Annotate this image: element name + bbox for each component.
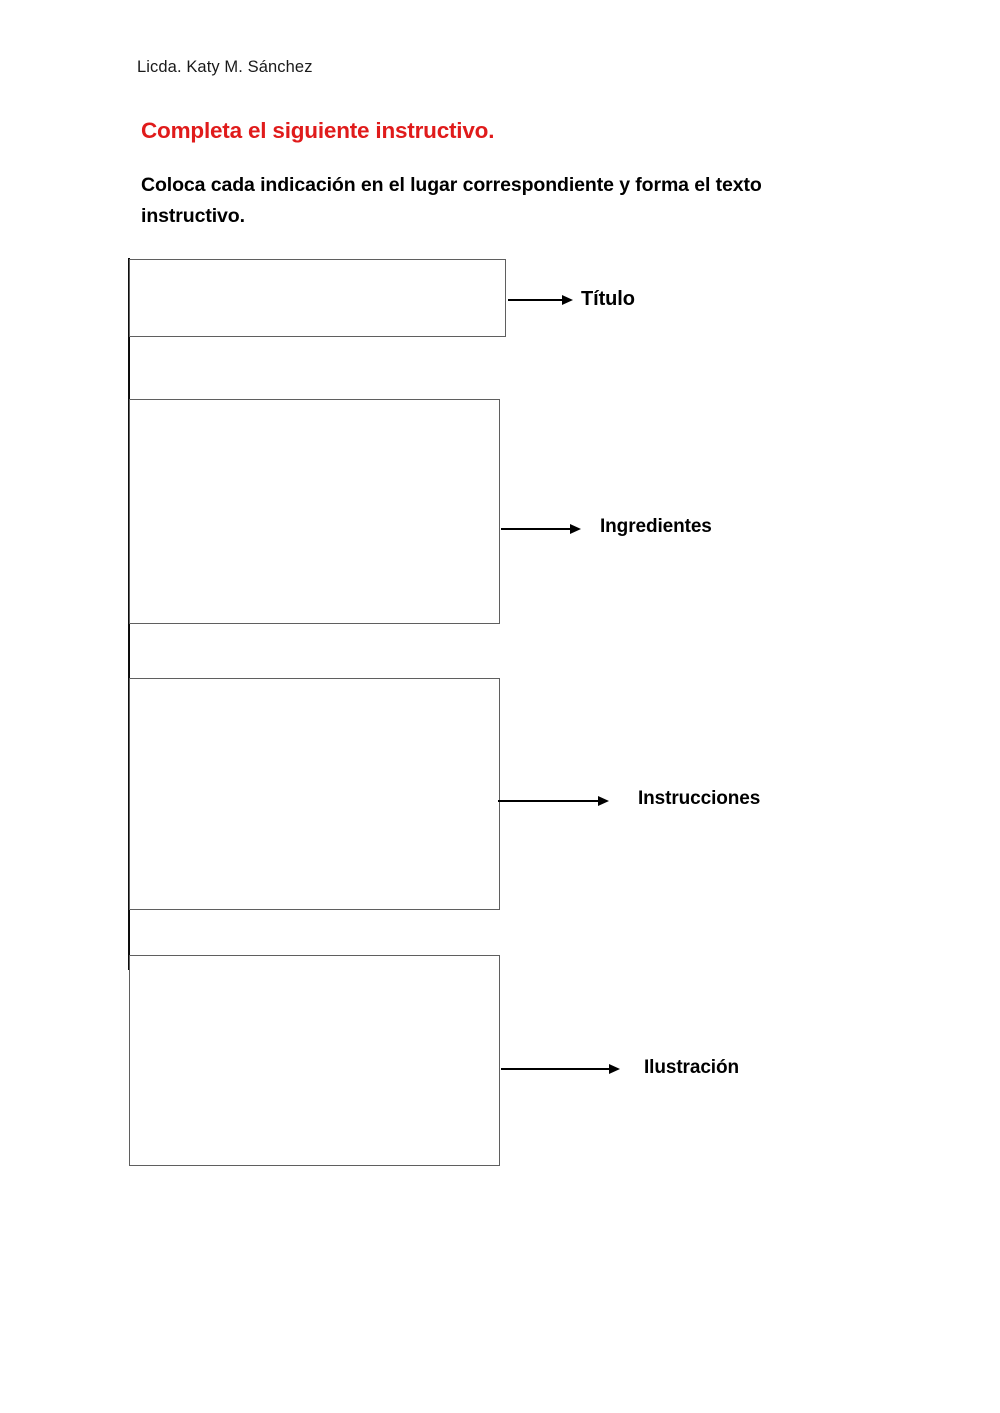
- right-arrow-icon-titulo: [508, 293, 574, 307]
- arrow-head: [570, 524, 581, 534]
- label-instrucciones: Instrucciones: [638, 788, 761, 809]
- instruction-paragraph: Coloca cada indicación en el lugar corre…: [141, 174, 762, 227]
- right-arrow-icon-ingredientes: [501, 522, 582, 536]
- arrow-shaft: [501, 528, 571, 530]
- arrow-head: [609, 1064, 620, 1074]
- arrow-head: [598, 796, 609, 806]
- label-ilustracion: Ilustración: [644, 1057, 739, 1078]
- right-arrow-icon-ilustracion: [501, 1062, 621, 1076]
- answer-box-ilustracion[interactable]: [129, 955, 500, 1166]
- label-titulo: Título: [581, 288, 635, 310]
- arrow-shaft: [498, 800, 599, 802]
- arrow-head: [562, 295, 573, 305]
- arrow-shaft: [508, 299, 564, 301]
- answer-box-titulo[interactable]: [129, 259, 506, 337]
- author-line: Licda. Katy M. Sánchez: [137, 58, 313, 76]
- answer-box-instrucciones[interactable]: [129, 678, 500, 910]
- arrow-shaft: [501, 1068, 610, 1070]
- page-title: Completa el siguiente instructivo.: [141, 118, 495, 143]
- label-ingredientes: Ingredientes: [600, 516, 712, 537]
- right-arrow-icon-instrucciones: [498, 794, 610, 808]
- answer-box-ingredientes[interactable]: [129, 399, 500, 624]
